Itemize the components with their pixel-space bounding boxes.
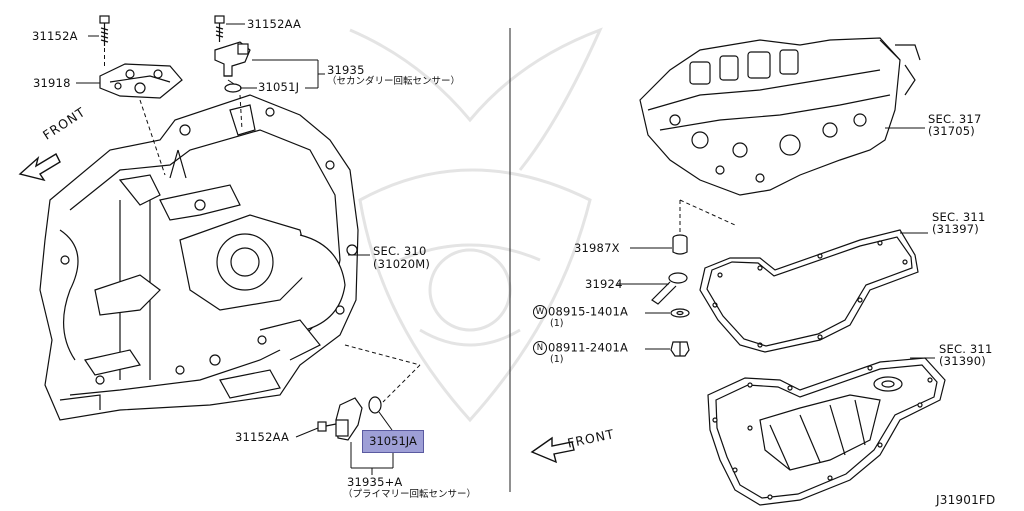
highlighted-part-31051ja[interactable]: 31051JA bbox=[362, 430, 424, 453]
transaxle-case bbox=[39, 94, 359, 421]
bracket-31918 bbox=[99, 63, 183, 99]
bolt-31152aa-bottom bbox=[317, 421, 337, 432]
oring-31051j bbox=[224, 83, 242, 93]
nut-symbol: N bbox=[533, 341, 547, 355]
label-31935: 31935 bbox=[327, 63, 365, 77]
label-31705: (31705) bbox=[928, 124, 975, 138]
label-31397: (31397) bbox=[932, 222, 979, 236]
label-31390: (31390) bbox=[939, 354, 986, 368]
label-31152a: 31152A bbox=[32, 29, 78, 43]
label-sec-317: SEC. 317 bbox=[928, 112, 982, 126]
label-31987x: 31987X bbox=[574, 241, 620, 255]
label-31051j: 31051J bbox=[258, 80, 300, 94]
label-primary-sensor-note: （プライマリー回転センサー） bbox=[343, 489, 477, 500]
label-31935a: 31935+A bbox=[347, 475, 403, 489]
front-arrow-left bbox=[18, 153, 61, 182]
secondary-speed-sensor-31935 bbox=[214, 41, 251, 77]
label-nut-qty: (1) bbox=[550, 354, 564, 365]
label-sec-311-pan: SEC. 311 bbox=[939, 342, 993, 356]
label-washer-qty: (1) bbox=[550, 318, 564, 329]
label-31152aa-top: 31152AA bbox=[247, 17, 302, 31]
bolt-31152aa-top bbox=[214, 15, 225, 42]
label-secondary-sensor-note: （セカンダリー回転センサー） bbox=[327, 76, 461, 87]
clip-31924 bbox=[651, 272, 688, 305]
washer-symbol: W bbox=[533, 305, 547, 319]
front-arrow-right bbox=[530, 436, 575, 464]
oring-31051ja bbox=[368, 396, 382, 414]
label-sec-311-gasket: SEC. 311 bbox=[932, 210, 986, 224]
label-31051ja: 31051JA bbox=[369, 434, 417, 448]
nut-08911-2401a bbox=[670, 341, 690, 357]
label-sec-310: SEC. 310 bbox=[373, 244, 427, 258]
primary-speed-sensor-31935a bbox=[335, 397, 363, 441]
label-31020m: (31020M) bbox=[373, 257, 431, 271]
label-31924: 31924 bbox=[585, 277, 623, 291]
nut-part-number: 08911-2401A bbox=[548, 340, 629, 355]
washer-part-number: 08915-1401A bbox=[548, 304, 629, 319]
label-31152aa-bottom: 31152AA bbox=[235, 430, 290, 444]
label-31918: 31918 bbox=[33, 76, 71, 90]
control-valve-assembly bbox=[639, 37, 921, 196]
magnet-31987x bbox=[672, 234, 688, 255]
washer-08915-1401a bbox=[670, 308, 690, 318]
drawing-code: J31901FD bbox=[936, 493, 996, 507]
oil-pan-31390 bbox=[707, 357, 946, 506]
oil-pan-gasket-31397 bbox=[699, 229, 919, 353]
bolt-31152a bbox=[99, 15, 110, 46]
